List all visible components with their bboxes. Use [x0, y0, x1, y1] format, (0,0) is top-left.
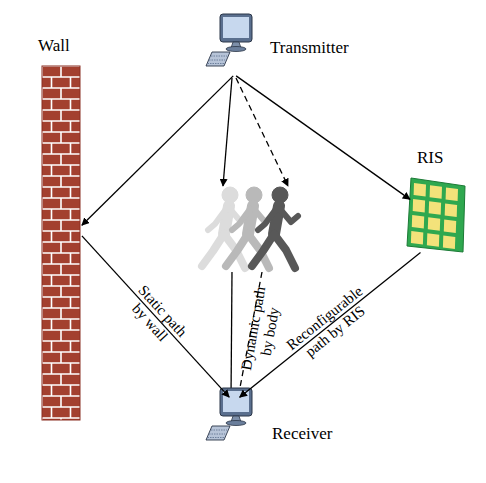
ris-panel: RIS: [405, 176, 467, 254]
body-path-line: [231, 272, 232, 398]
signal-path: [82, 76, 233, 225]
path-label: Dynamic path by body: [237, 278, 288, 382]
node-shape: [206, 12, 264, 74]
node-label: RIS: [417, 148, 443, 168]
signal-path: [82, 236, 229, 397]
node-shape: [42, 66, 80, 420]
body-path-line: [223, 78, 232, 186]
body-path-line: [236, 78, 288, 186]
node-label: Receiver: [272, 424, 332, 444]
path-label: Reconfigurable path by RIS: [276, 277, 383, 372]
brick-wall: Wall: [42, 66, 80, 420]
node-label: Transmitter: [270, 38, 349, 58]
transmitter-computer: Transmitter: [206, 12, 264, 74]
signal-path: [240, 252, 421, 397]
node-shape: [206, 386, 264, 448]
signal-path: [236, 76, 410, 200]
path-label: Static path by wall: [116, 276, 195, 358]
node-shape: [405, 176, 467, 254]
node-label: Wall: [38, 36, 70, 56]
walking-person: [202, 187, 298, 268]
receiver-computer: Receiver: [206, 386, 264, 448]
